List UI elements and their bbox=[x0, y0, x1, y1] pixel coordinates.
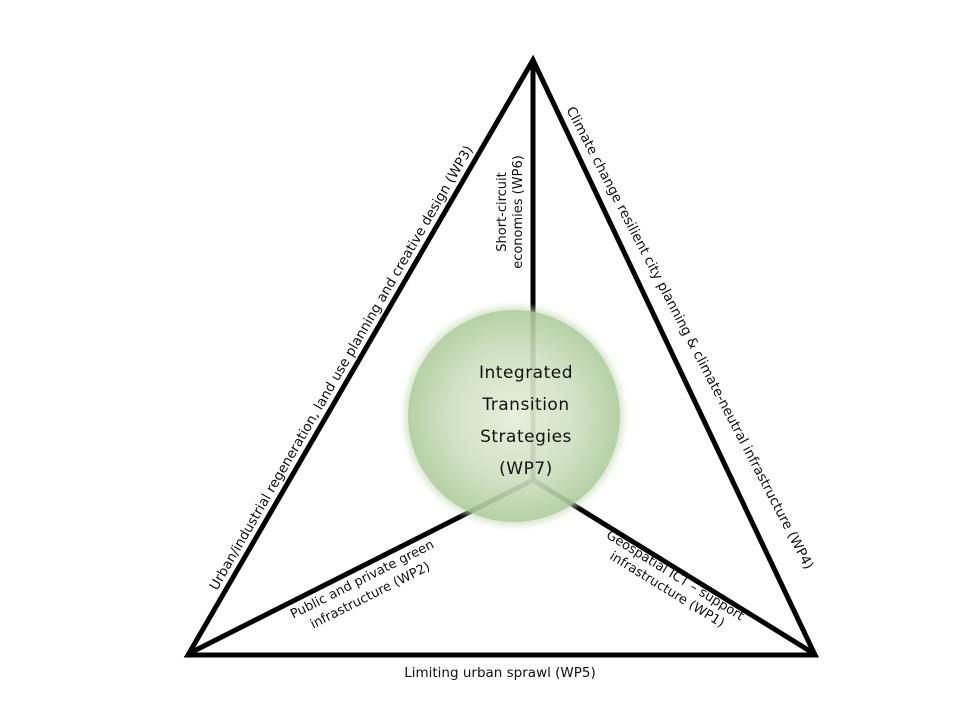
edge-label-right: Climate change resilient city planning &… bbox=[563, 104, 817, 572]
spoke-label-top-line-1: Short-circuit bbox=[495, 172, 510, 252]
edge-label-bottom: Limiting urban sprawl (WP5) bbox=[404, 665, 596, 681]
spoke-label-top-line-2: economies (WP6) bbox=[511, 155, 526, 269]
center-line-4: (WP7) bbox=[499, 459, 553, 479]
center-line-2: Transition bbox=[481, 395, 569, 415]
spoke-right bbox=[531, 477, 815, 656]
center-line-1: Integrated bbox=[479, 363, 573, 383]
outer-triangle bbox=[183, 54, 819, 658]
spoke-label-right-line-1: Geospatial ICT – support bbox=[603, 528, 746, 624]
center-line-3: Strategies bbox=[480, 427, 572, 447]
center-circle bbox=[408, 310, 620, 522]
